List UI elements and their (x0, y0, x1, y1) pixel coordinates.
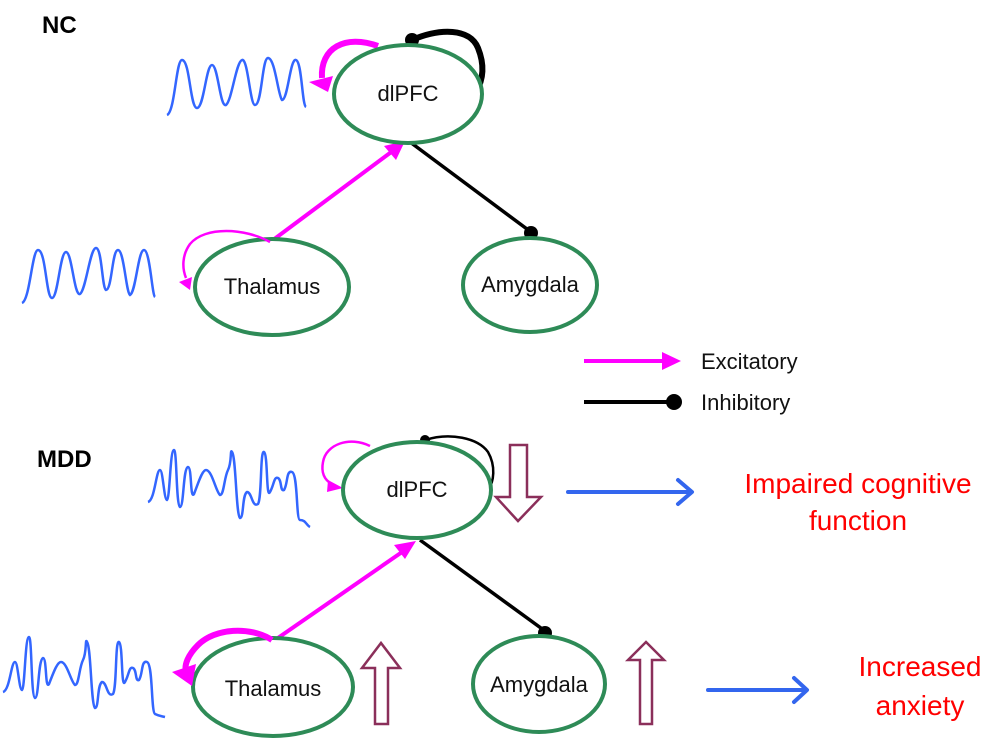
nc-node-thalamus: Thalamus (193, 237, 351, 337)
mdd-thalamus-self-excitatory-loop (182, 627, 274, 673)
mdd-amygdala-increase-arrow-icon (624, 640, 668, 726)
nc-node-amygdala-label: Amygdala (481, 272, 580, 297)
legend-inhibitory-dot (666, 394, 682, 410)
mdd-dlpfc-waveform (147, 448, 311, 529)
legend-excitatory-label: Excitatory (701, 349, 798, 374)
nc-panel: NC dlPFC Thalamus Amygdala (21, 12, 599, 337)
mdd-node-thalamus-label: Thalamus (225, 676, 322, 701)
mdd-dlpfc-self-arrowhead (327, 480, 343, 492)
legend-inhibitory-label: Inhibitory (701, 390, 790, 415)
mdd-node-dlpfc: dlPFC (341, 440, 493, 540)
nc-thalamus-self-excitatory-loop (182, 229, 271, 279)
mdd-cognitive-outcome-line1: Impaired cognitive (744, 468, 971, 499)
mdd-panel-label: MDD (37, 446, 92, 473)
mdd-anxiety-outcome-line2: anxiety (876, 690, 965, 721)
mdd-thalamus-self-arrowhead (172, 664, 196, 686)
mdd-thalamus-increase-arrow-icon (359, 640, 403, 726)
mdd-dlpfc-decrease-arrow-icon (493, 443, 544, 523)
mdd-node-amygdala: Amygdala (471, 634, 607, 734)
legend-inhibitory: Inhibitory (584, 390, 790, 415)
mdd-anxiety-outcome-line1: Increased (859, 651, 982, 682)
nc-node-dlpfc-label: dlPFC (377, 81, 438, 106)
legend-excitatory-arrowhead (662, 352, 681, 370)
mdd-dlpfc-self-inhibitory-loop (424, 435, 495, 491)
nc-dlpfc-self-excitatory-loop (318, 38, 380, 79)
nc-node-thalamus-label: Thalamus (224, 274, 321, 299)
mdd-cognitive-outcome-line2: function (809, 505, 907, 536)
mdd-thalamus-dlpfc-excitatory-line (273, 548, 407, 642)
mdd-dlpfc-amygdala-inhibitory-line (418, 538, 547, 633)
nc-dlpfc-amygdala-inhibitory-line (408, 140, 533, 234)
mdd-node-dlpfc-label: dlPFC (386, 477, 447, 502)
nc-node-dlpfc: dlPFC (332, 43, 484, 145)
nc-thalamus-dlpfc-arrowhead (384, 141, 405, 160)
mdd-anxiety-outcome: Increased anxiety (859, 651, 982, 721)
mdd-node-amygdala-label: Amygdala (490, 672, 589, 697)
mdd-thalamus-waveform (2, 635, 166, 719)
nc-thalamus-dlpfc-excitatory-line (271, 148, 396, 242)
nc-node-amygdala: Amygdala (461, 236, 599, 334)
mdd-panel: MDD dlPFC Thalamus Amygdala (2, 435, 982, 738)
nc-thalamus-self-arrowhead (179, 277, 192, 290)
mdd-dlpfc-self-excitatory-loop (321, 440, 371, 486)
mdd-anxiety-outcome-arrow-icon (706, 676, 809, 704)
legend-excitatory: Excitatory (584, 349, 798, 374)
nc-panel-label: NC (42, 12, 77, 39)
nc-dlpfc-self-arrowhead (309, 76, 333, 92)
mdd-thalamus-dlpfc-arrowhead (394, 541, 416, 559)
legend: Excitatory Inhibitory (584, 349, 798, 415)
nc-thalamus-waveform (21, 246, 157, 305)
mdd-node-thalamus: Thalamus (191, 636, 355, 738)
nc-dlpfc-waveform (166, 56, 308, 117)
mdd-cognitive-outcome-arrow-icon (566, 478, 694, 506)
mdd-cognitive-outcome: Impaired cognitive function (744, 468, 971, 536)
